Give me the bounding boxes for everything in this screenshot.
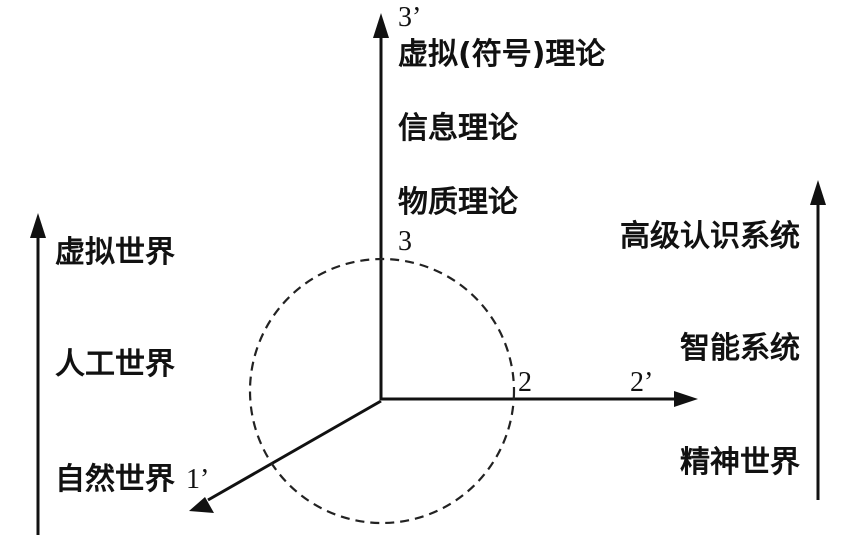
axis-3-circle-label: 3 xyxy=(398,226,412,257)
right-vertical-arrow xyxy=(810,180,826,500)
axis-1-end-label: 1’ xyxy=(186,464,209,495)
right-label-intelligent-system: 智能系统 xyxy=(680,331,800,366)
dashed-circle xyxy=(248,257,516,525)
left-label-virtual-world: 虚拟世界 xyxy=(55,235,175,270)
axis-3-end-label: 3’ xyxy=(398,2,421,33)
axis-2-end-label: 2’ xyxy=(630,367,653,398)
vertical-label-material-theory: 物质理论 xyxy=(398,185,519,220)
diagonal-axis-1 xyxy=(189,399,382,513)
vertical-axis-3 xyxy=(373,13,389,400)
horizontal-axis-2 xyxy=(381,391,698,407)
left-vertical-arrow xyxy=(30,213,46,535)
right-label-advanced-cognitive-system: 高级认识系统 xyxy=(620,219,800,254)
left-label-artificial-world: 人工世界 xyxy=(55,347,175,382)
right-label-spiritual-world: 精神世界 xyxy=(680,445,800,480)
vertical-label-information-theory: 信息理论 xyxy=(398,111,519,146)
vertical-label-virtual-symbol-theory: 虚拟(符号)理论 xyxy=(398,37,606,72)
left-label-natural-world: 自然世界 xyxy=(55,462,175,497)
axis-2-circle-label: 2 xyxy=(518,367,532,398)
